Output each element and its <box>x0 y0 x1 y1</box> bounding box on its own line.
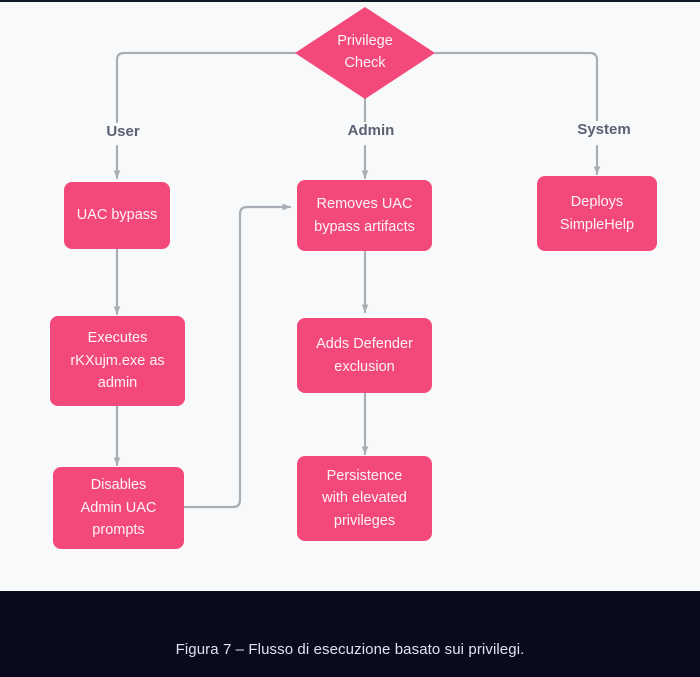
node-deploys-line1: Deploys <box>570 194 624 211</box>
decision-label-line1: Privilege <box>337 33 393 50</box>
node-executes-line1: Executes <box>87 330 148 347</box>
connector-disables-to-removes <box>182 203 292 509</box>
node-persistence-elevated[interactable]: Persistence with elevated privileges <box>297 456 432 541</box>
caption-band: Figura 7 – Flusso di esecuzione basato s… <box>0 591 700 677</box>
node-persistence-line3: privileges <box>333 512 396 529</box>
flowchart-connectors <box>113 51 601 509</box>
node-executes-line2: rKXujm.exe as <box>70 352 165 369</box>
node-disables-admin-uac-prompts[interactable]: Disables Admin UAC prompts <box>53 467 184 549</box>
branch-label-user: User <box>87 123 159 140</box>
node-adds-line2: exclusion <box>334 358 395 375</box>
node-persistence-line2: with elevated <box>322 490 407 507</box>
decision-label-line2: Check <box>344 55 386 71</box>
node-deploys-line2: SimpleHelp <box>559 216 635 233</box>
node-removes-line2: bypass artifacts <box>314 218 415 235</box>
figure-caption: Figura 7 – Flusso di esecuzione basato s… <box>175 641 525 658</box>
top-divider <box>0 0 700 2</box>
node-removes-uac-bypass-artifacts[interactable]: Removes UAC bypass artifacts <box>297 180 432 251</box>
node-uac-bypass-line1: UAC bypass <box>76 207 158 224</box>
connector-decision-to-system <box>433 51 599 124</box>
node-disables-line3: prompts <box>92 522 145 539</box>
node-adds-line1: Adds Defender <box>316 336 413 353</box>
node-adds-defender-exclusion[interactable]: Adds Defender exclusion <box>297 318 432 393</box>
connector-decision-to-user <box>115 51 297 124</box>
branch-label-system: System <box>558 121 650 138</box>
branch-label-admin: Admin <box>330 122 412 139</box>
node-removes-line1: Removes UAC <box>316 196 413 213</box>
node-executes-rkxujm[interactable]: Executes rKXujm.exe as admin <box>50 316 185 406</box>
decision-label: Privilege Check <box>295 7 435 99</box>
node-executes-line3: admin <box>97 375 138 392</box>
node-disables-line2: Admin UAC <box>80 499 157 516</box>
flowchart-panel: Privilege Check User Admin System UAC by… <box>0 2 700 591</box>
node-persistence-line1: Persistence <box>326 467 403 484</box>
node-uac-bypass[interactable]: UAC bypass <box>64 182 170 249</box>
decision-privilege-check[interactable]: Privilege Check <box>295 7 435 99</box>
node-deploys-simplehelp[interactable]: Deploys SimpleHelp <box>537 176 657 251</box>
node-disables-line1: Disables <box>90 477 147 494</box>
